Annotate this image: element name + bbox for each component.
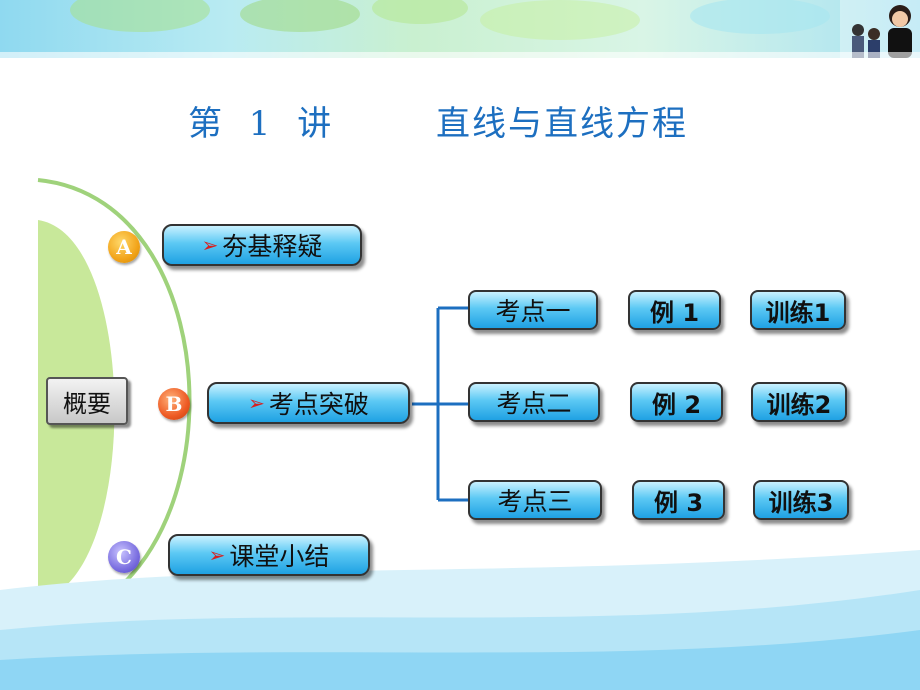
overview-label: 概要 [46, 377, 128, 425]
exam-point-1-button[interactable]: 考点一 [468, 290, 598, 330]
section-b-label: 考点突破 [268, 390, 369, 419]
training-2-button[interactable]: 训练2 [751, 382, 847, 422]
section-b-badge: B [158, 388, 190, 420]
section-c-button[interactable]: ➢ 课堂小结 [168, 534, 370, 576]
lecture-number: 第 1 讲 [188, 104, 340, 144]
lecture-topic: 直线与直线方程 [436, 104, 688, 144]
header-banner [0, 0, 920, 58]
exam-point-3-button[interactable]: 考点三 [468, 480, 602, 520]
training-3-button[interactable]: 训练3 [753, 480, 849, 520]
bottom-wave-decoration [0, 550, 920, 690]
page-title: 第 1 讲 直线与直线方程 [0, 96, 920, 144]
arrow-right-icon: ➢ [201, 233, 219, 257]
section-a-badge: A [108, 231, 140, 263]
section-a-label: 夯基释疑 [222, 232, 323, 261]
example-1-button[interactable]: 例 1 [628, 290, 721, 330]
section-c-badge: C [108, 541, 140, 573]
exam-point-2-button[interactable]: 考点二 [468, 382, 600, 422]
example-2-button[interactable]: 例 2 [630, 382, 723, 422]
training-1-button[interactable]: 训练1 [750, 290, 846, 330]
people-photo [840, 0, 920, 58]
section-a-button[interactable]: ➢ 夯基释疑 [162, 224, 362, 266]
section-b-button[interactable]: ➢ 考点突破 [207, 382, 410, 424]
arrow-right-icon: ➢ [248, 391, 265, 415]
example-3-button[interactable]: 例 3 [632, 480, 725, 520]
section-c-label: 课堂小结 [229, 542, 330, 571]
leaf-decoration [70, 0, 830, 40]
arrow-right-icon: ➢ [208, 543, 226, 567]
